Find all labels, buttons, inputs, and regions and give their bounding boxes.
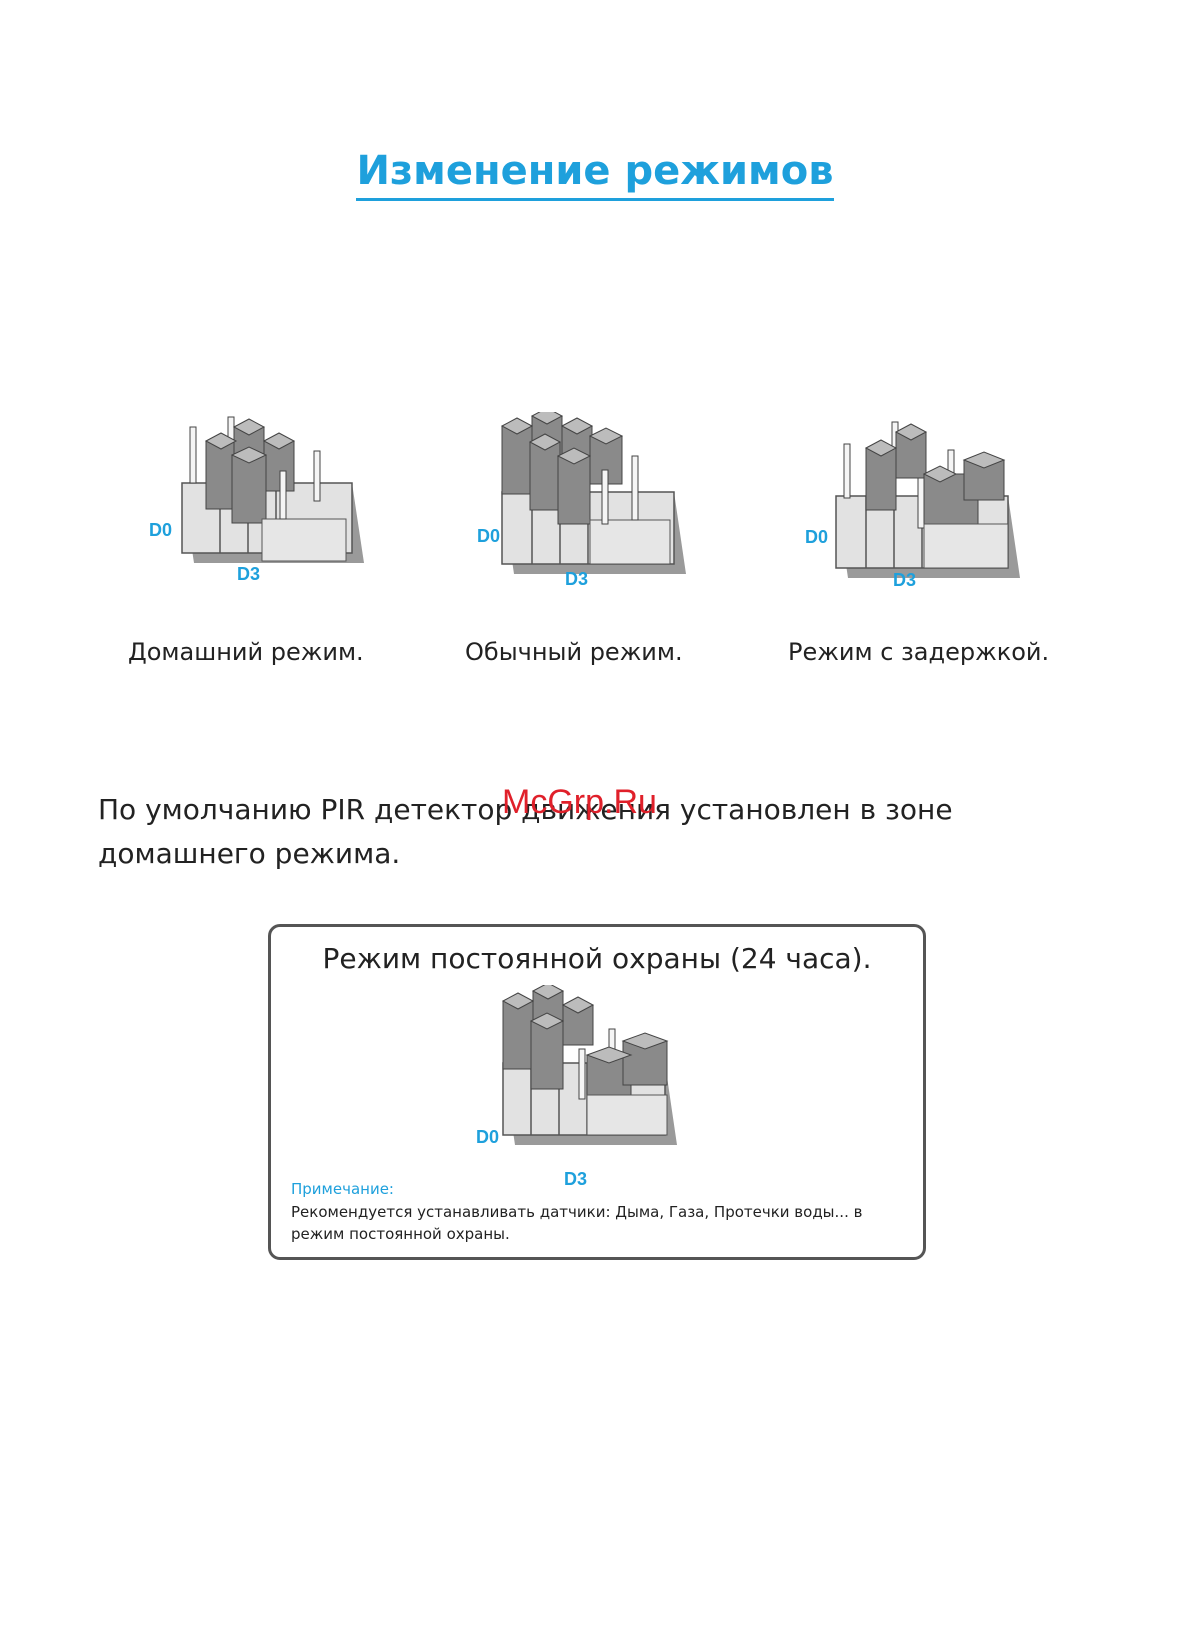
jumper-label-d0-home: D0: [149, 520, 173, 540]
page-title: Изменение режимов: [0, 146, 1190, 201]
jumper-diagram-home: [176, 415, 366, 575]
permanent-mode-box: Режим постоянной охраны (24 часа). D0 D3: [268, 924, 926, 1260]
jumper-label-d0-normal: D0: [477, 526, 501, 546]
note-title: Примечание:: [291, 1180, 394, 1198]
jumper-label-d3-home: D3: [237, 564, 261, 584]
jumper-diagram-delay: [832, 420, 1022, 588]
jumper-diagram-permanent: [499, 985, 689, 1155]
note-text: Рекомендуется устанавливать датчики: Дым…: [291, 1203, 863, 1243]
mode-caption-delay: Режим с задержкой.: [788, 638, 1050, 666]
jumper-label-d3-permanent: D3: [564, 1169, 588, 1189]
jumper-label-d0-delay: D0: [805, 527, 829, 547]
jumper-permanent-illustration: [501, 985, 677, 1145]
jumper-label-d3-delay: D3: [893, 570, 917, 590]
jumper-label-d3-normal: D3: [565, 569, 589, 589]
jumper-label-d0-permanent: D0: [476, 1127, 500, 1147]
jumper-normal-illustration: [500, 412, 686, 574]
mode-caption-home: Домашний режим.: [128, 638, 364, 666]
permanent-mode-title: Режим постоянной охраны (24 часа).: [322, 942, 872, 975]
jumper-delay-illustration: [835, 421, 1020, 578]
default-mode-paragraph: По умолчанию PIR детектор движения устан…: [98, 793, 953, 870]
jumper-home-illustration: [181, 416, 364, 563]
jumper-diagram-normal: [498, 412, 688, 584]
page-title-text: Изменение режимов: [356, 146, 834, 201]
mode-caption-normal: Обычный режим.: [465, 638, 683, 666]
